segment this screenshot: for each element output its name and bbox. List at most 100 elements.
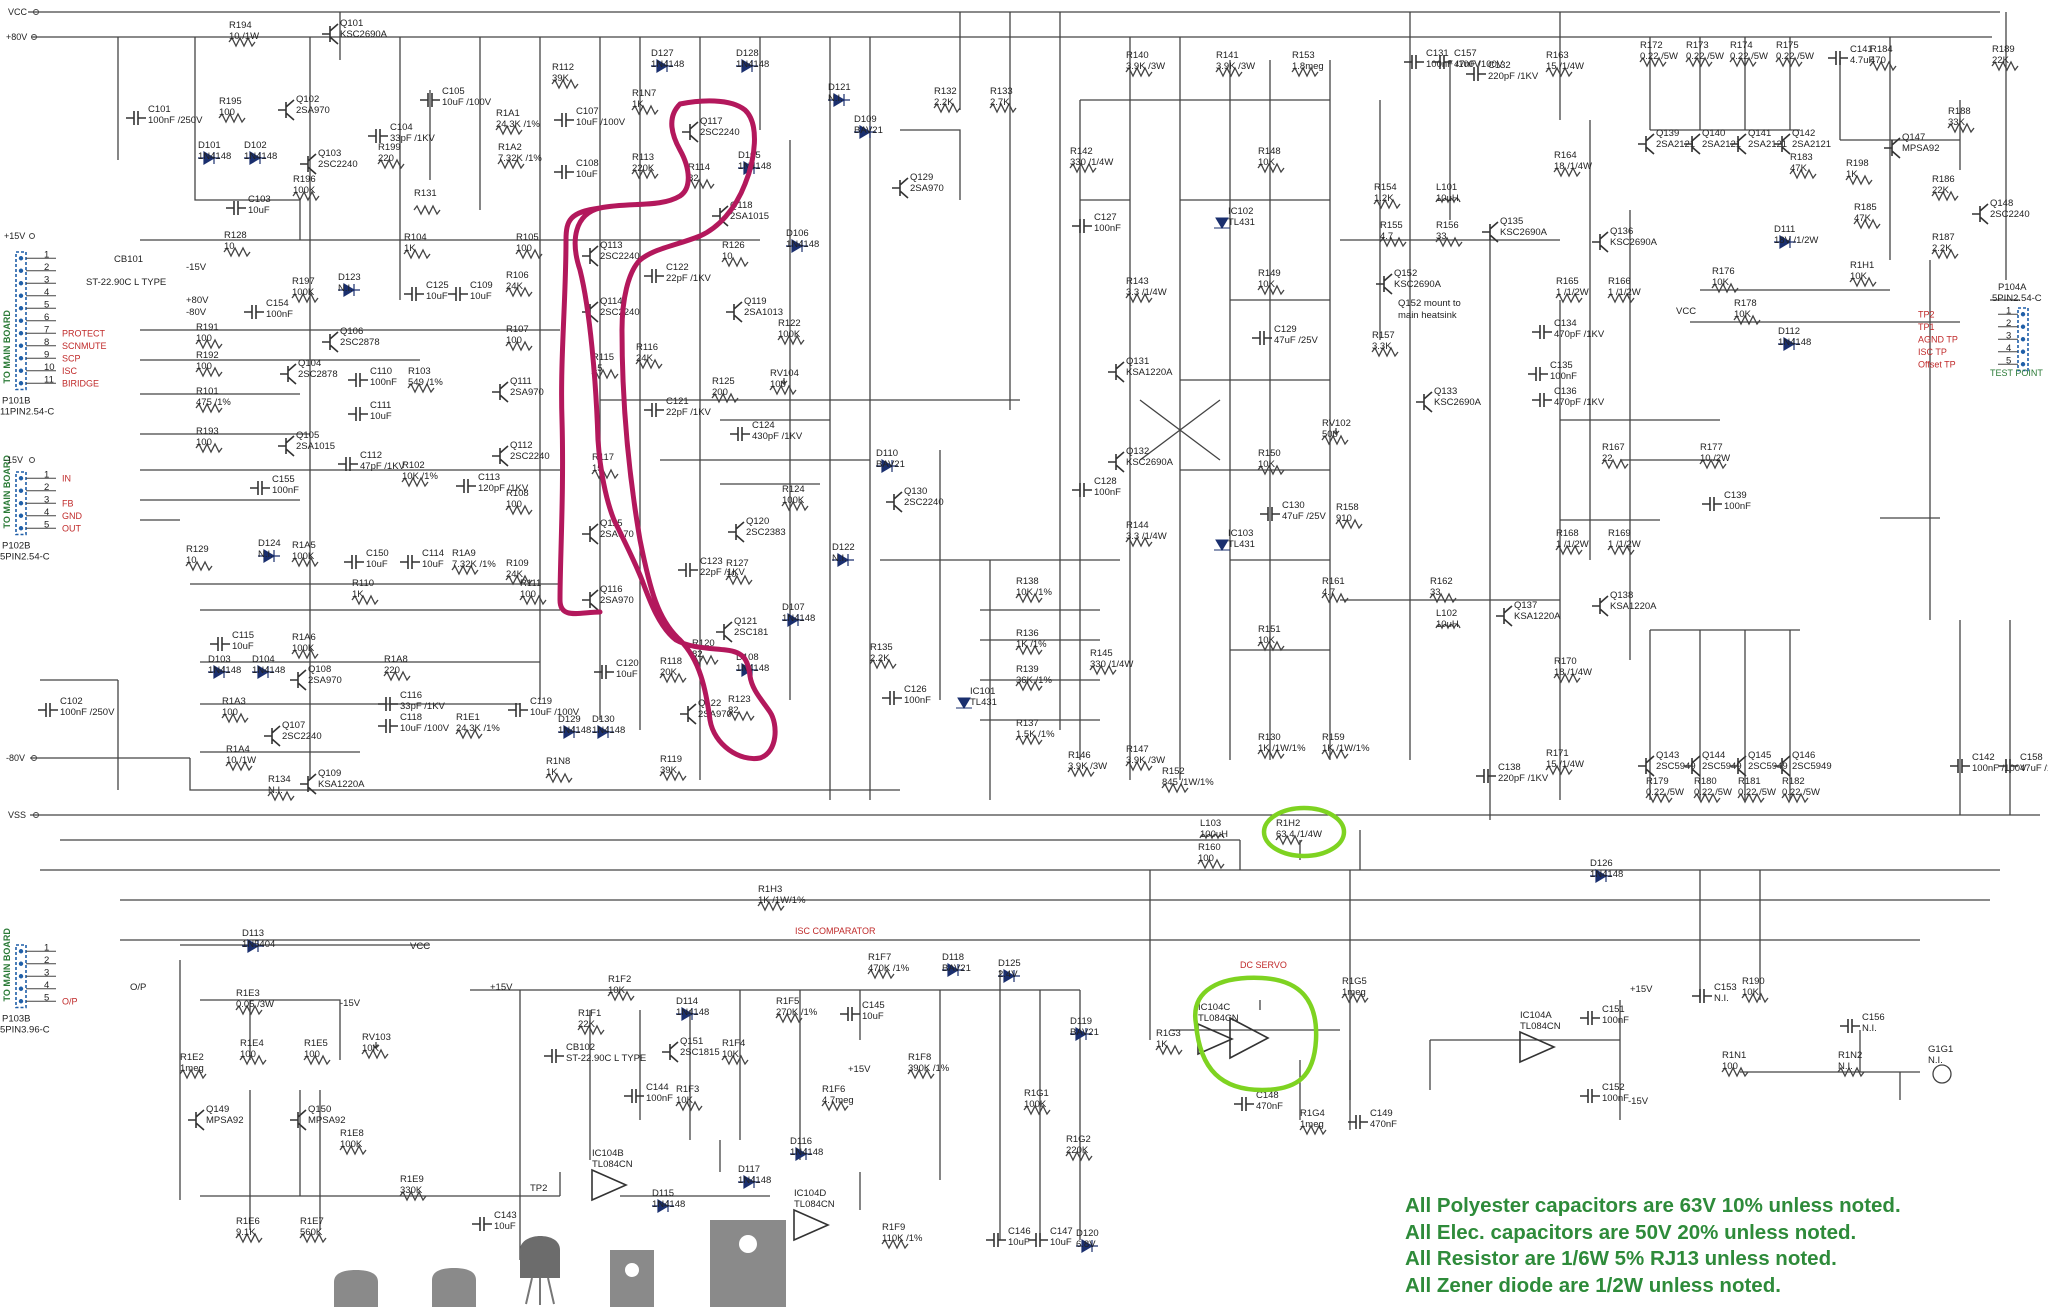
component-value: 4.7 [1322, 587, 1335, 598]
component-ref: Q142 [1792, 128, 1815, 139]
diode-symbol [558, 724, 580, 740]
diode-symbol [252, 664, 274, 680]
pin-number: 3 [44, 967, 49, 978]
component-value: 10K [1258, 279, 1276, 290]
component-ref: IC101 [970, 686, 995, 697]
component-ref: D112 [1778, 326, 1800, 337]
component-value: 10uF [426, 291, 448, 302]
resistor-symbol [545, 772, 573, 784]
resistor-symbol [635, 358, 663, 370]
ground-terminal-symbol [1932, 1064, 1952, 1084]
resistor-symbol [223, 246, 251, 258]
component-ref: C103 [248, 194, 271, 205]
component-ref: R133 [990, 86, 1013, 97]
resistor-symbol [505, 286, 533, 298]
component-ref: Q101 [340, 18, 363, 29]
component-value: TL084CN [1520, 1021, 1561, 1032]
component-value: 100K [292, 551, 315, 562]
component-value: 47uF /100V [2020, 763, 2048, 774]
component-ref: Q115 [600, 518, 623, 529]
component-value: MPSA92 [308, 1115, 346, 1126]
capacitor-symbol [244, 305, 264, 319]
rail-terminal [31, 755, 37, 761]
component-value: 1K /1W/1% [1322, 743, 1370, 754]
resistor-symbol [989, 102, 1017, 114]
capacitor-symbol [1840, 1019, 1860, 1033]
component-value: 470nF [1256, 1101, 1283, 1112]
component-ref: R146 [1068, 750, 1091, 761]
rail-terminal [29, 233, 35, 239]
component-ref: C122 [666, 262, 689, 273]
component-value: 10uF [470, 291, 492, 302]
resistor-symbol [239, 1054, 267, 1066]
connector-ref: P103B [2, 1014, 31, 1025]
capacitor-symbol [508, 703, 528, 717]
component-value: 0.22 /5W [1776, 51, 1814, 62]
component-value: 1 /1/2W [1556, 287, 1589, 298]
diode-symbol [942, 962, 964, 978]
component-ref: R118 [660, 656, 682, 667]
component-value: 220K [1066, 1145, 1089, 1156]
component-value: 0.22 /5W [1640, 51, 1678, 62]
capacitor-symbol [544, 1049, 564, 1063]
resistor-symbol [1775, 56, 1803, 68]
component-ref: Q130 [904, 486, 927, 497]
component-value: N.I. [832, 553, 847, 564]
component-ref: R1G1 [1024, 1088, 1049, 1099]
component-value: N.I. [828, 93, 843, 104]
component-value: KSA1220A [1610, 601, 1657, 612]
resistor-symbol [907, 1068, 935, 1080]
component-ref: D128 [736, 48, 759, 59]
component-value: 100K [292, 643, 315, 654]
capacitor-symbol [420, 93, 440, 107]
component-value: 200 [712, 387, 728, 398]
component-value: 1N4148 [738, 1175, 771, 1186]
connector-side-label: TO MAIN BOARD [2, 455, 12, 529]
component-value: 15 /1/4W [1546, 759, 1584, 770]
transistor-symbol [1684, 755, 1701, 777]
component-ref: C136 [1554, 386, 1577, 397]
component-value: TL084CN [592, 1159, 633, 1170]
component-value: 1N4148 [1590, 869, 1623, 880]
component-value: 0.22 /5W [1646, 787, 1684, 798]
capacitor-symbol [1252, 331, 1272, 345]
diode-symbol [790, 1146, 812, 1162]
component-value: 10K [1850, 271, 1868, 282]
component-value: 10uF [248, 205, 270, 216]
component-value: ST-22.90C L TYPE [566, 1053, 646, 1064]
component-value: 100 [196, 333, 212, 344]
component-ref: R1F6 [822, 1084, 845, 1095]
component-value: 2.2K [934, 97, 954, 108]
connector-pin [18, 331, 24, 336]
component-ref: D120 [1076, 1228, 1099, 1239]
capacitor-symbol [368, 129, 388, 143]
resistor-symbol [1015, 680, 1043, 692]
component-value: 1K [546, 767, 558, 778]
transistor-symbol [1638, 755, 1655, 777]
component-ref: Q145 [1748, 750, 1771, 761]
component-ref: R142 [1070, 146, 1093, 157]
component-value: 100 [219, 107, 235, 118]
note-label: O/P [130, 982, 146, 993]
resistor-symbol [1711, 282, 1739, 294]
component-value: 39K [660, 765, 678, 776]
